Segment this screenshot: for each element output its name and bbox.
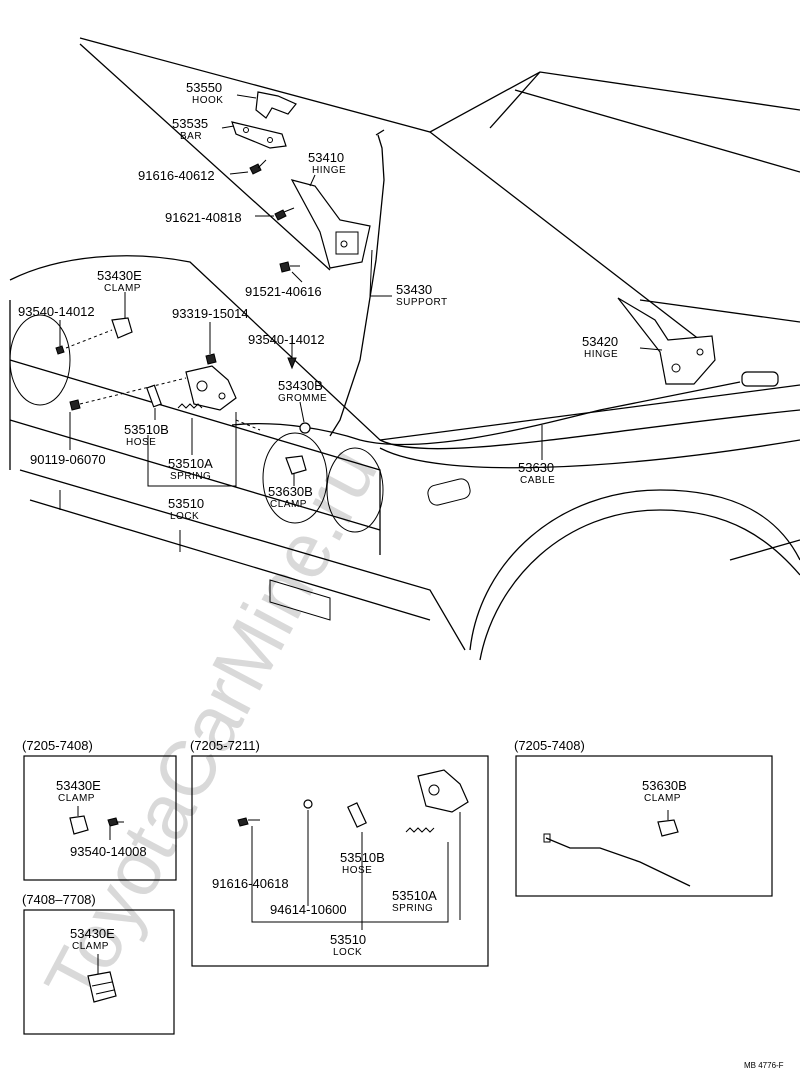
inset-d: (7205-7408) 53630B CLAMP — [514, 738, 773, 897]
part-nut-90119 — [69, 399, 81, 411]
inset-a-range: (7205-7408) — [22, 738, 93, 753]
inset-a-screw-shape — [107, 817, 119, 827]
inset-c-range: (7205-7211) — [190, 738, 260, 753]
label-spring-name: SPRING — [170, 471, 211, 482]
inset-c-lock-part: 53510 — [330, 932, 366, 947]
inset-c-bolt-shape — [237, 817, 249, 827]
label-screw-93319: 93319-15014 — [172, 306, 249, 321]
label-hinge-right-name: HINGE — [584, 349, 618, 360]
inset-b: (7408–7708) 53430E CLAMP — [22, 892, 175, 1035]
inset-c-hose-part: 53510B — [340, 850, 385, 865]
label-bar-part: 53535 — [172, 116, 208, 131]
inset-c-spring-name: SPRING — [392, 903, 433, 914]
part-bolt-91621 — [274, 207, 295, 221]
label-bolt-91616: 91616-40612 — [138, 168, 215, 183]
label-support-part: 53430 — [396, 282, 432, 297]
inset-a-clamp-part: 53430E — [56, 778, 101, 793]
inset-a-clamp-shape — [69, 815, 89, 835]
label-bolt-91521: 91521-40616 — [245, 284, 322, 299]
inset-c-grommet-part: 94614-10600 — [270, 902, 347, 917]
inset-c-spring-part: 53510A — [392, 888, 437, 903]
part-grommet — [299, 422, 311, 434]
label-clamp-b-name: CLAMP — [270, 499, 307, 510]
inset-a-clamp-name: CLAMP — [58, 793, 95, 804]
inset-b-clamp-name: CLAMP — [72, 941, 109, 952]
part-bolt-91521 — [279, 261, 300, 273]
inset-a: (7205-7408) 53430E CLAMP 93540-14008 — [22, 738, 177, 881]
label-lock-name: LOCK — [170, 511, 199, 522]
inset-c-spring-shape — [405, 827, 435, 833]
inset-d-clamp-shape — [657, 819, 679, 837]
main-labels: 53550 HOOK 53535 BAR 53410 HINGE 91616-4… — [18, 80, 618, 522]
part-hook — [255, 91, 297, 119]
inset-a-screw-part: 93540-14008 — [70, 844, 147, 859]
label-bolt-91621: 91621-40818 — [165, 210, 242, 225]
inset-c-hose-name: HOSE — [342, 865, 372, 876]
inset-d-clamp-part: 53630B — [642, 778, 687, 793]
inset-d-clamp-name: CLAMP — [644, 793, 681, 804]
label-cable-part: 53630 — [518, 460, 554, 475]
part-lock — [185, 365, 237, 411]
label-screw-93540-left: 93540-14012 — [18, 304, 95, 319]
inset-d-range: (7205-7408) — [514, 738, 585, 753]
label-spring-part: 53510A — [168, 456, 213, 471]
leader-lines — [59, 94, 663, 487]
footer-code: MB 4776-F — [744, 1061, 784, 1070]
label-hinge-left-part: 53410 — [308, 150, 344, 165]
label-cable-name: CABLE — [520, 475, 555, 486]
label-nut-90119: 90119-06070 — [30, 452, 106, 467]
inset-b-clamp-shape — [87, 971, 117, 1003]
part-hose — [146, 384, 162, 408]
inset-d-cable-shape — [545, 837, 691, 887]
label-screw-93540-right: 93540-14012 — [248, 332, 325, 347]
part-hinge-right — [617, 297, 716, 385]
part-screw-93540-left — [55, 345, 65, 355]
part-bar — [231, 121, 287, 149]
label-lock-part: 53510 — [168, 496, 204, 511]
inset-b-clamp-part: 53430E — [70, 926, 115, 941]
inset-c-hose-shape — [347, 802, 367, 828]
label-grommet-part: 53430B — [278, 378, 323, 393]
part-screw-93319 — [205, 353, 217, 365]
label-hook-name: HOOK — [192, 95, 223, 106]
label-bar-name: BAR — [180, 131, 202, 142]
label-hose-name: HOSE — [126, 437, 156, 448]
label-hose-part: 53510B — [124, 422, 169, 437]
label-hinge-right-part: 53420 — [582, 334, 618, 349]
inset-c: (7205-7211) 91616-40618 94614-10600 5351… — [190, 738, 489, 967]
label-clamp-b-part: 53630B — [268, 484, 313, 499]
part-spring — [177, 403, 203, 409]
part-bolt-91616 — [249, 159, 267, 175]
label-hook-part: 53550 — [186, 80, 222, 95]
label-support-name: SUPPORT — [396, 297, 448, 308]
label-grommet-name: GROMME — [278, 393, 327, 404]
car-body-illustration — [9, 37, 800, 661]
label-clamp-e-name: CLAMP — [104, 283, 141, 294]
inset-c-grommet-shape — [303, 799, 313, 809]
label-clamp-e-part: 53430E — [97, 268, 142, 283]
inset-c-lock-name: LOCK — [333, 947, 362, 958]
part-support-rod — [329, 129, 385, 437]
part-clamp-e — [111, 317, 133, 339]
part-hinge-left — [290, 179, 371, 269]
inset-c-bolt-part: 91616-40618 — [212, 876, 289, 891]
inset-c-lock-shape — [417, 769, 469, 813]
part-screw-93540-right — [287, 350, 297, 370]
inset-b-range: (7408–7708) — [22, 892, 96, 907]
label-hinge-left-name: HINGE — [312, 165, 346, 176]
part-clamp-b — [285, 455, 307, 475]
